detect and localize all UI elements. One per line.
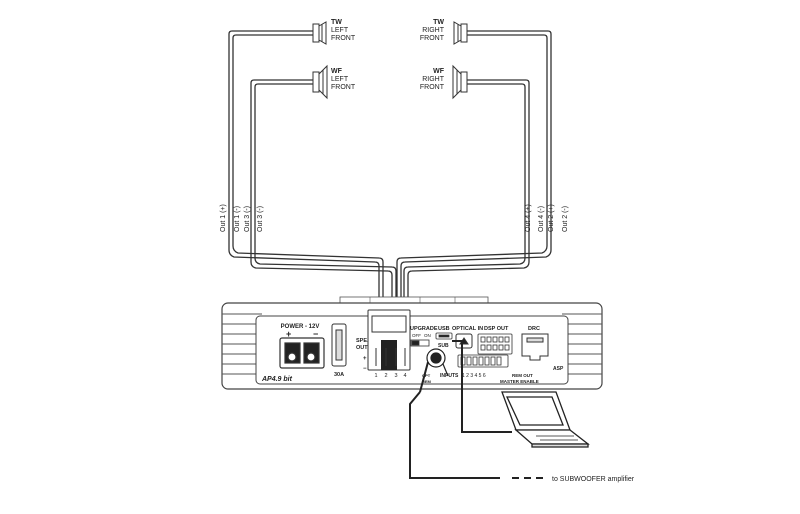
on-label: ON: [424, 333, 431, 338]
off-label: OFF: [412, 333, 421, 338]
asp-label: ASP: [553, 366, 564, 372]
spk-num-1: 1: [374, 373, 377, 379]
opt-label: OPT: [422, 373, 431, 378]
speaker-connector: [367, 309, 411, 371]
out1-plus-label: Out 1 (+): [220, 204, 227, 232]
inputs-nums: 1 2 3 4 5 6: [462, 373, 486, 379]
laptop-icon: [501, 391, 590, 448]
out2-plus-label: Out 2 (+): [548, 204, 555, 232]
optical-label: OPTICAL IN: [452, 326, 483, 332]
drc-port-icon: [521, 333, 549, 361]
rem-out-label: REM OUT: [512, 373, 533, 378]
power-label: POWER - 12V: [281, 324, 320, 330]
inputs-label: INPUTS: [440, 373, 459, 379]
spk-minus: −: [363, 366, 367, 372]
drc-label: DRC: [528, 326, 540, 332]
power-plus-label: +: [286, 329, 291, 339]
subwoofer-label: to SUBWOOFER amplifier: [552, 476, 635, 483]
master-enable-label: MASTER ENABLE: [500, 379, 539, 384]
model-label: AP4.9 bit: [261, 376, 293, 383]
wf-left-label-1: WF: [331, 68, 343, 75]
upgrade-switch[interactable]: [410, 339, 430, 347]
spk-num-2: 2: [384, 373, 387, 379]
tw-right-label-1: TW: [433, 19, 444, 26]
out3-minus-label-2: Out 3 (-): [257, 206, 264, 232]
power-terminal: [279, 337, 325, 369]
out1-minus-label: Out 1 (-): [234, 206, 241, 232]
sub-label: SUB: [438, 343, 449, 349]
woofer-left-icon: [312, 64, 328, 100]
tweeter-right-icon: [453, 21, 468, 45]
rem-label: REM: [422, 379, 432, 384]
usb-cable: [452, 340, 512, 433]
tw-right-label-3: FRONT: [420, 35, 445, 42]
tw-left-label-1: TW: [331, 19, 342, 26]
woofer-right-icon: [452, 64, 468, 100]
upgrade-label: UPGRADE: [410, 326, 438, 332]
out2-minus-label: Out 2 (-): [562, 206, 569, 232]
spk-num-4: 4: [403, 373, 406, 379]
usb-port-icon: [435, 332, 453, 340]
spk-num-3: 3: [394, 373, 397, 379]
wf-right-label-1: WF: [433, 68, 445, 75]
tw-right-label-2: RIGHT: [422, 27, 445, 34]
cable-wf-left: [250, 79, 397, 300]
spk-plus: +: [363, 356, 367, 362]
cable-tw-right: [396, 30, 552, 300]
cable-wf-right: [403, 79, 530, 300]
dsp-out-label: DSP OUT: [484, 326, 509, 332]
wf-right-label-2: RIGHT: [422, 76, 445, 83]
wf-right-label-3: FRONT: [420, 84, 445, 91]
wf-left-label-3: FRONT: [331, 84, 356, 91]
wf-left-label-2: LEFT: [331, 76, 349, 83]
tw-left-label-2: LEFT: [331, 27, 349, 34]
speaker-out-label-2: OUT: [356, 345, 368, 351]
tw-left-label-3: FRONT: [331, 35, 356, 42]
out3-minus-label: Out 3 (-): [244, 206, 251, 232]
cable-tw-left: [228, 30, 384, 300]
fuse-label: 30A: [334, 372, 344, 378]
dsp-out-connector: [477, 333, 513, 355]
power-minus-label: −: [313, 329, 318, 339]
tweeter-left-icon: [312, 21, 327, 45]
rca-plug-icon: [419, 348, 449, 393]
out4-plus-label: Out 4 (+): [525, 204, 532, 232]
inputs-connector: [457, 354, 509, 368]
out4-minus-label: Out 4 (-): [538, 206, 545, 232]
fuse-icon: [331, 323, 347, 367]
usb-label: USB: [438, 326, 450, 332]
sub-cable: [409, 391, 500, 479]
